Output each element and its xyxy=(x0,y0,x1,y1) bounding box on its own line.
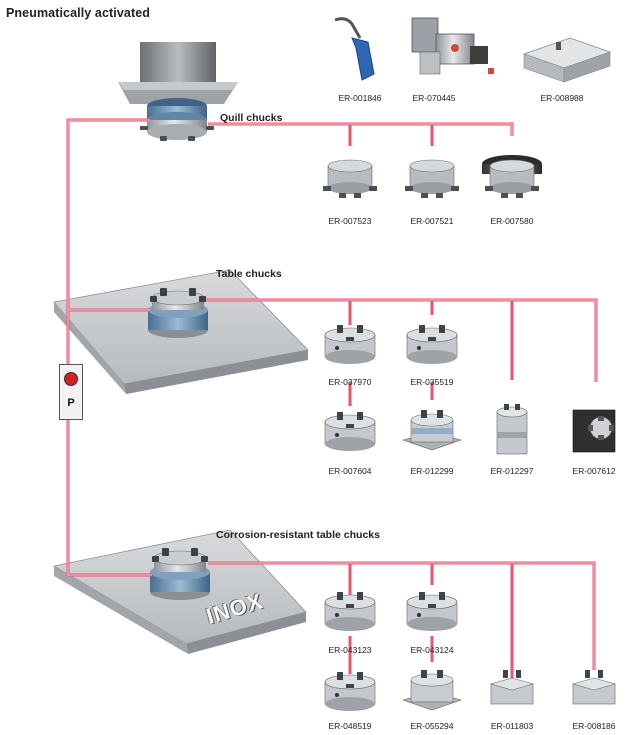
product-code: ER-070445 xyxy=(412,93,456,103)
inox-plate-illustration xyxy=(52,529,307,654)
valve-unit-icon xyxy=(411,17,494,75)
chuck-product-image xyxy=(572,409,616,453)
table-plate-illustration xyxy=(53,269,309,394)
pneumatic-control-unit: P xyxy=(59,364,83,420)
quill-chucks-heading: Quill chucks xyxy=(220,112,283,124)
product-code: ER-011803 xyxy=(490,721,534,731)
product-code: ER-008186 xyxy=(572,721,616,731)
product-code: ER-037970 xyxy=(328,377,372,387)
mounting-plate-icon xyxy=(522,37,612,83)
product-code: ER-055294 xyxy=(410,721,454,731)
product-code: ER-007580 xyxy=(490,216,534,226)
table-chucks-heading: Table chucks xyxy=(216,268,282,280)
chuck-product-image xyxy=(489,670,535,705)
chuck-product-image xyxy=(482,155,542,198)
product-code: ER-012297 xyxy=(490,466,534,476)
air-lines xyxy=(66,118,598,680)
diagram-title: Pneumatically activated xyxy=(6,6,151,20)
product-code: ER-008988 xyxy=(540,93,584,103)
product-code: ER-043123 xyxy=(328,645,372,655)
chuck-product-image xyxy=(406,325,458,364)
chuck-product-image xyxy=(324,325,376,364)
status-led-icon xyxy=(64,372,78,386)
chuck-product-image xyxy=(324,412,376,451)
product-code: ER-007521 xyxy=(410,216,454,226)
chuck-product-image xyxy=(401,670,463,711)
chuck-product-image xyxy=(406,592,458,631)
chuck-product-image xyxy=(324,672,376,711)
product-code: ER-048519 xyxy=(328,721,372,731)
chuck-product-image xyxy=(405,159,459,198)
product-code: ER-012299 xyxy=(410,466,454,476)
product-code: ER-007612 xyxy=(572,466,616,476)
chuck-product-image xyxy=(496,404,528,455)
product-code: ER-035519 xyxy=(410,377,454,387)
inox-chucks-heading: Corrosion-resistant table chucks xyxy=(216,529,380,541)
product-code: ER-007604 xyxy=(328,466,372,476)
product-code: ER-007523 xyxy=(328,216,372,226)
control-unit-label: P xyxy=(67,397,75,409)
product-code: ER-043124 xyxy=(410,645,454,655)
chuck-product-image xyxy=(324,592,376,631)
chuck-product-image xyxy=(401,410,463,451)
chuck-product-image xyxy=(323,159,377,198)
product-code: ER-001846 xyxy=(338,93,382,103)
chuck-product-image xyxy=(571,670,617,705)
air-blow-gun-icon xyxy=(334,17,375,81)
quill-spindle-illustration xyxy=(118,42,238,141)
